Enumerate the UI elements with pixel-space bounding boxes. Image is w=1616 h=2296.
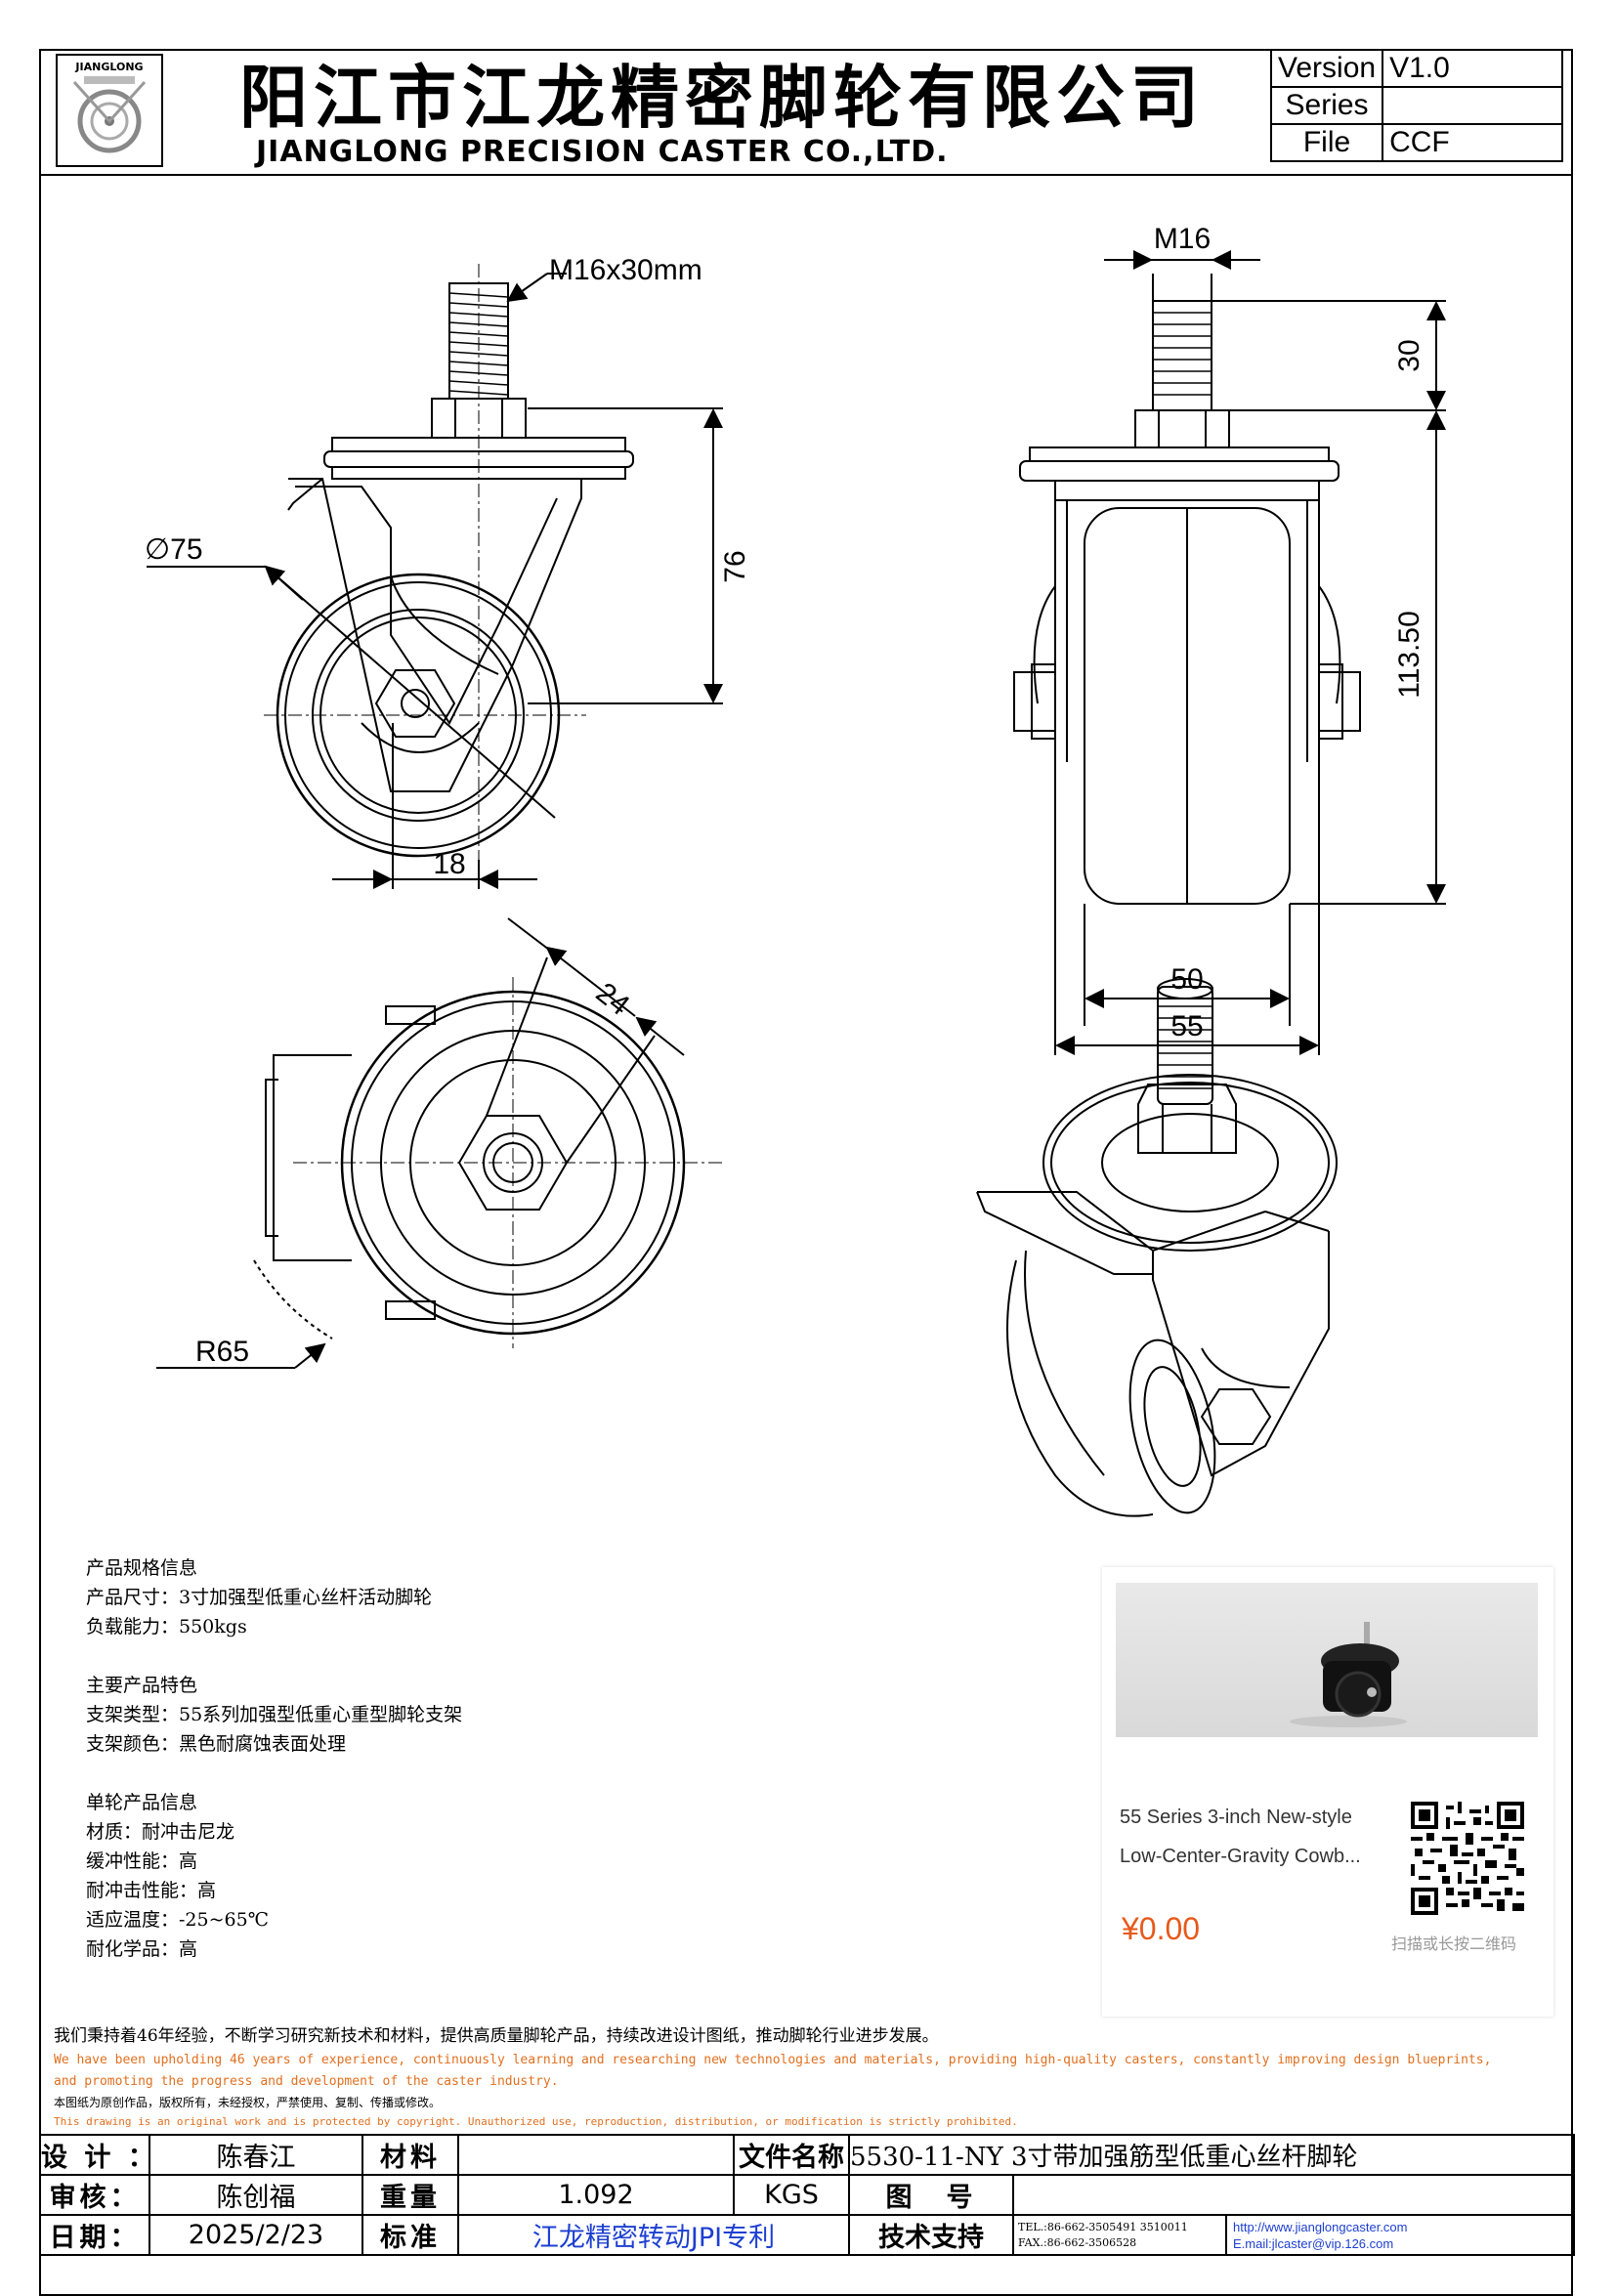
header: JIANGLONG 阳江市江龙精密脚轮有限公司 JIANGLONG PRECIS… (39, 49, 1573, 176)
dim-wheel-width: 50 (1170, 963, 1203, 996)
email-link[interactable]: E.mail:jlcaster@vip.126.com (1233, 2235, 1394, 2251)
dim-thread-length: 30 (1393, 339, 1425, 371)
drawing-number-label: 图 号 (848, 2174, 1014, 2216)
spec-line: 产品尺寸：3寸加强型低重心丝杆活动脚轮 (86, 1587, 433, 1608)
dim-height-76: 76 (719, 550, 751, 582)
qr-code-icon[interactable] (1411, 1802, 1524, 1915)
title-block: 设 计 ： 陈春江 材料 文件名称 5530-11-NY 3寸带加强筋型低重心丝… (39, 2134, 1576, 2256)
copyright-en: This drawing is an original work and is … (54, 2115, 1018, 2128)
logo-text: JIANGLONG (74, 61, 143, 73)
company-name-cn: 阳江市江龙精密脚轮有限公司 (239, 58, 1205, 138)
series-value (1382, 86, 1563, 125)
company-statement: 我们秉持着46年经验，不断学习研究新技术和材料，提供高质量脚轮产品，持续改进设计… (54, 2022, 1578, 2132)
front-view (1013, 250, 1446, 1055)
product-specifications: 产品规格信息 产品尺寸：3寸加强型低重心丝杆活动脚轮 负载能力：550kgs 主… (86, 1553, 462, 1964)
product-card[interactable]: 55 Series 3-inch New-style Low-Center-Gr… (1102, 1567, 1553, 2017)
website-link[interactable]: http://www.jianglongcaster.com (1233, 2219, 1408, 2234)
dim-wheel-diameter: ∅75 (145, 533, 203, 566)
statement-en-line1: We have been upholding 46 years of exper… (54, 2053, 1492, 2067)
fax: FAX.:86-662-3506528 (1018, 2235, 1137, 2249)
design-label: 设 计 ： (39, 2134, 150, 2176)
dim-bolt-24: 24 (590, 977, 636, 1023)
side-view (147, 264, 723, 889)
weight-unit: KGS (733, 2174, 850, 2216)
material-value (457, 2134, 735, 2176)
material-label: 材料 (361, 2134, 459, 2176)
spec-line: 耐冲击性能：高 (86, 1880, 217, 1901)
drawing-number-value (1011, 2174, 1576, 2216)
contact-web: http://www.jianglongcaster.com E.mail:jl… (1224, 2214, 1576, 2256)
spec-section-title: 主要产品特色 (86, 1675, 198, 1696)
standard-value: 江龙精密转动JPI专利 (457, 2214, 850, 2256)
spec-line: 支架颜色：黑色耐腐蚀表面处理 (86, 1733, 347, 1755)
dim-total-height: 113.50 (1393, 611, 1425, 699)
technical-drawing: M16x30mm ∅75 76 18 M16 30 113.50 50 55 2… (145, 223, 1446, 1517)
weight-label: 重量 (361, 2174, 459, 2216)
product-title[interactable]: 55 Series 3-inch New-style Low-Center-Gr… (1120, 1807, 1361, 1867)
statement-en-line2: and promoting the progress and developme… (54, 2074, 559, 2089)
filename-value: 5530-11-NY 3寸带加强筋型低重心丝杆脚轮 (847, 2134, 1576, 2176)
contact-phone: TEL.:86-662-3505491 3510011 FAX.:86-662-… (1012, 2214, 1227, 2256)
product-price: ¥0.00 (1122, 1911, 1201, 1946)
copyright-cn: 本图纸为原创作品，版权所有，未经授权，严禁使用、复制、传播或修改。 (54, 2096, 442, 2109)
spec-line: 适应温度：-25~65℃ (86, 1909, 269, 1931)
spec-line: 材质：耐冲击尼龙 (86, 1821, 235, 1843)
version-label: Version (1269, 49, 1384, 88)
spec-line: 负载能力：550kgs (86, 1616, 247, 1637)
spec-line: 缓冲性能：高 (86, 1850, 198, 1872)
dim-thread-dia: M16 (1154, 223, 1211, 255)
isometric-view (976, 978, 1338, 1517)
spec-line: 耐化学品：高 (86, 1938, 198, 1960)
spec-section-title: 单轮产品信息 (86, 1792, 198, 1813)
weight-value: 1.092 (457, 2174, 735, 2216)
qr-caption: 扫描或长按二维码 (1391, 1935, 1517, 1953)
filename-label: 文件名称 (733, 2134, 850, 2176)
design-value: 陈春江 (149, 2134, 363, 2176)
dim-bracket-width: 55 (1170, 1010, 1203, 1042)
top-view (156, 917, 723, 1369)
review-value: 陈创福 (149, 2174, 363, 2216)
statement-cn: 我们秉持着46年经验，不断学习研究新技术和材料，提供高质量脚轮产品，持续改进设计… (54, 2026, 939, 2046)
date-label: 日期： (39, 2214, 150, 2256)
spec-line: 支架类型：55系列加强型低重心重型脚轮支架 (86, 1704, 463, 1725)
dim-offset-18: 18 (433, 848, 465, 880)
product-image (1116, 1583, 1538, 1737)
company-name-en: JIANGLONG PRECISION CASTER CO.,LTD. (256, 135, 949, 169)
dim-thread-label: M16x30mm (549, 254, 702, 286)
review-label: 审核： (39, 2174, 150, 2216)
dim-swivel-radius: R65 (195, 1336, 249, 1368)
company-logo: JIANGLONG (56, 54, 163, 167)
file-value: CCF (1382, 123, 1563, 162)
spec-section-title: 产品规格信息 (86, 1557, 198, 1579)
version-value: V1.0 (1382, 49, 1563, 88)
support-label: 技术支持 (848, 2214, 1014, 2256)
standard-label: 标准 (361, 2214, 459, 2256)
tel: TEL.:86-662-3505491 3510011 (1018, 2220, 1188, 2233)
date-value: 2025/2/23 (149, 2214, 363, 2256)
series-label: Series (1269, 86, 1384, 125)
file-label: File (1269, 123, 1384, 162)
